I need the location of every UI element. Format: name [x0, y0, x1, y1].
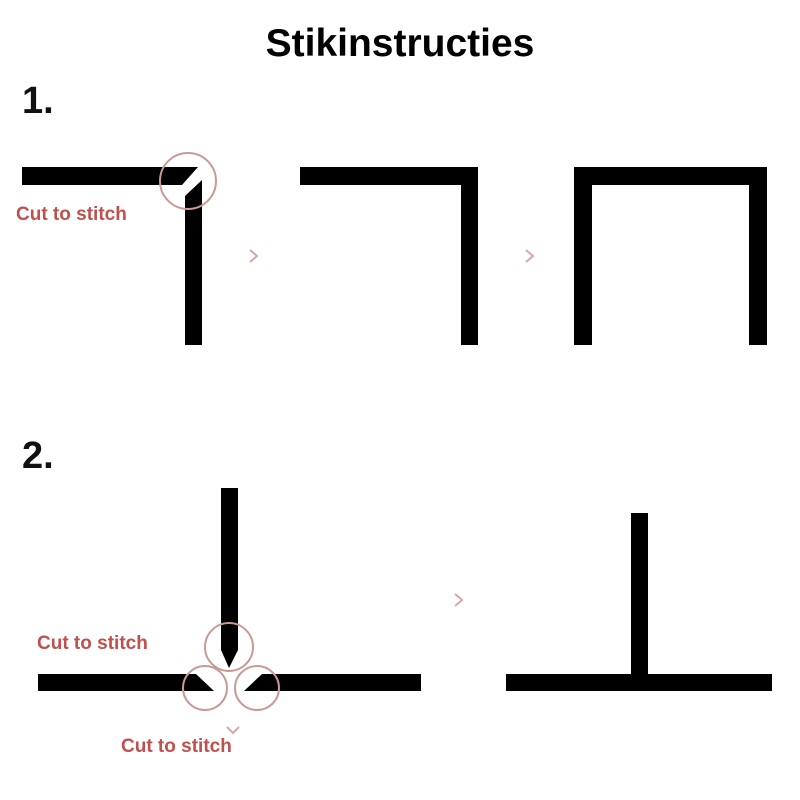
cut-circle — [204, 622, 254, 672]
step1-corner-joined — [300, 167, 478, 345]
cut-circle — [159, 152, 217, 210]
arrow-right-icon — [454, 593, 464, 607]
step2-vertical-pointed-bar — [221, 488, 238, 668]
cut-circle — [182, 665, 228, 711]
cut-circle — [234, 665, 280, 711]
step2-t-horizontal — [506, 674, 772, 691]
step1-horizontal-cut-bar — [22, 167, 198, 185]
step2-t-vertical — [631, 513, 648, 683]
step-2-number: 2. — [22, 435, 54, 477]
page-title: Stikinstructies — [265, 22, 535, 65]
cut-to-stitch-label: Cut to stitch — [37, 633, 148, 654]
cut-to-stitch-label: Cut to stitch — [16, 204, 127, 225]
step2-left-tapered-bar — [38, 674, 214, 691]
cut-to-stitch-label: Cut to stitch — [121, 736, 232, 757]
arrow-right-icon — [525, 249, 535, 263]
arrow-down-icon — [226, 726, 240, 735]
step1-u-shape — [574, 167, 767, 345]
step1-vertical-cut-bar — [185, 180, 202, 345]
step-1-number: 1. — [22, 80, 54, 122]
arrow-right-icon — [249, 249, 259, 263]
step2-right-tapered-bar — [244, 674, 421, 691]
